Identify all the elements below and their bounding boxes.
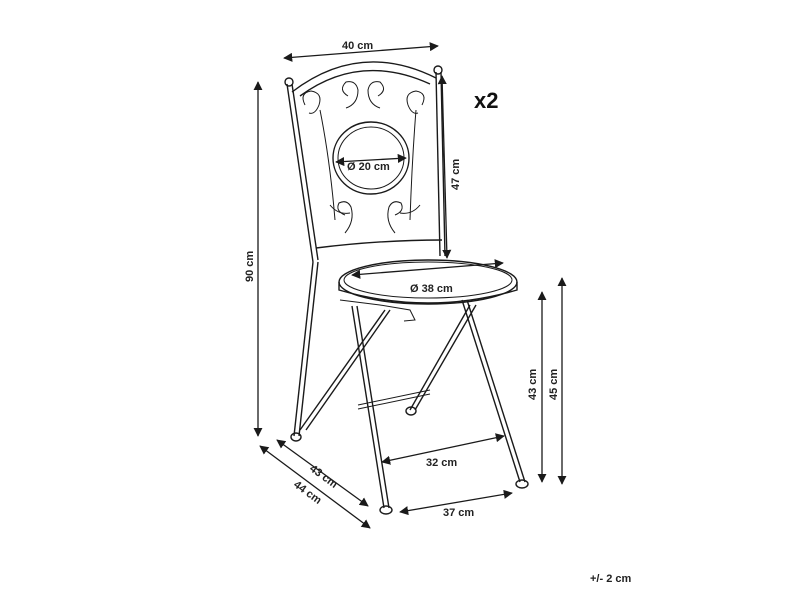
back-circle-diameter-label: Ø 20 cm bbox=[347, 161, 390, 173]
seat-diameter-label: Ø 38 cm bbox=[410, 283, 453, 295]
tolerance-label: +/- 2 cm bbox=[590, 573, 631, 585]
back-width-label: 40 cm bbox=[342, 40, 373, 52]
depth-inner-label: 43 cm bbox=[307, 463, 339, 491]
quantity-label: x2 bbox=[474, 88, 498, 113]
front-leg-spread-label: 32 cm bbox=[426, 457, 457, 469]
back-height-label: 47 cm bbox=[450, 159, 462, 190]
base-width-label: 37 cm bbox=[443, 507, 474, 519]
dimension-lines bbox=[253, 42, 567, 529]
depth-outer-label: 44 cm bbox=[291, 479, 323, 507]
seat-height-outer-label: 45 cm bbox=[548, 369, 560, 400]
chair-illustration bbox=[284, 61, 529, 515]
seat-height-inner-label: 43 cm bbox=[527, 369, 539, 400]
total-height-label: 90 cm bbox=[244, 251, 256, 282]
